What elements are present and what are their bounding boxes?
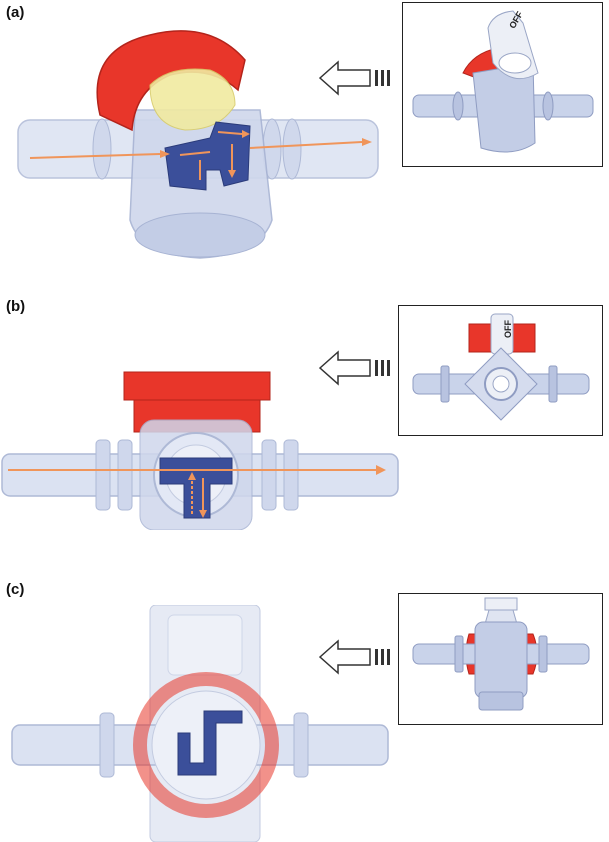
flow-channel <box>164 121 251 191</box>
inset-a-valve <box>412 10 594 153</box>
panel-a-arrow <box>318 60 390 96</box>
red-cap <box>123 371 271 401</box>
panel-a: (a) <box>0 0 609 270</box>
panel-b-inset: OFF <box>398 305 603 436</box>
inset-c-valve <box>412 597 590 711</box>
panel-c-valve-cutaway <box>11 605 389 842</box>
panel-b-label: (b) <box>6 298 26 315</box>
panel-c: (c) <box>0 575 609 842</box>
inset-b-off-label: OFF <box>503 320 513 338</box>
panel-b-arrow <box>318 350 390 386</box>
flow-channel <box>159 457 233 519</box>
panel-b: (b) <box>0 290 609 550</box>
red-cap-ring <box>133 672 279 818</box>
panel-a-label: (a) <box>6 4 25 21</box>
panel-b-valve-cutaway <box>1 371 399 530</box>
panel-a-valve-cutaway <box>17 30 379 259</box>
panel-c-inset <box>398 593 603 725</box>
flow-channel <box>177 710 243 776</box>
inset-b-valve <box>412 313 590 421</box>
panel-a-inset: OFF <box>402 2 603 167</box>
panel-c-arrow <box>318 639 390 675</box>
panel-c-label: (c) <box>6 581 25 598</box>
